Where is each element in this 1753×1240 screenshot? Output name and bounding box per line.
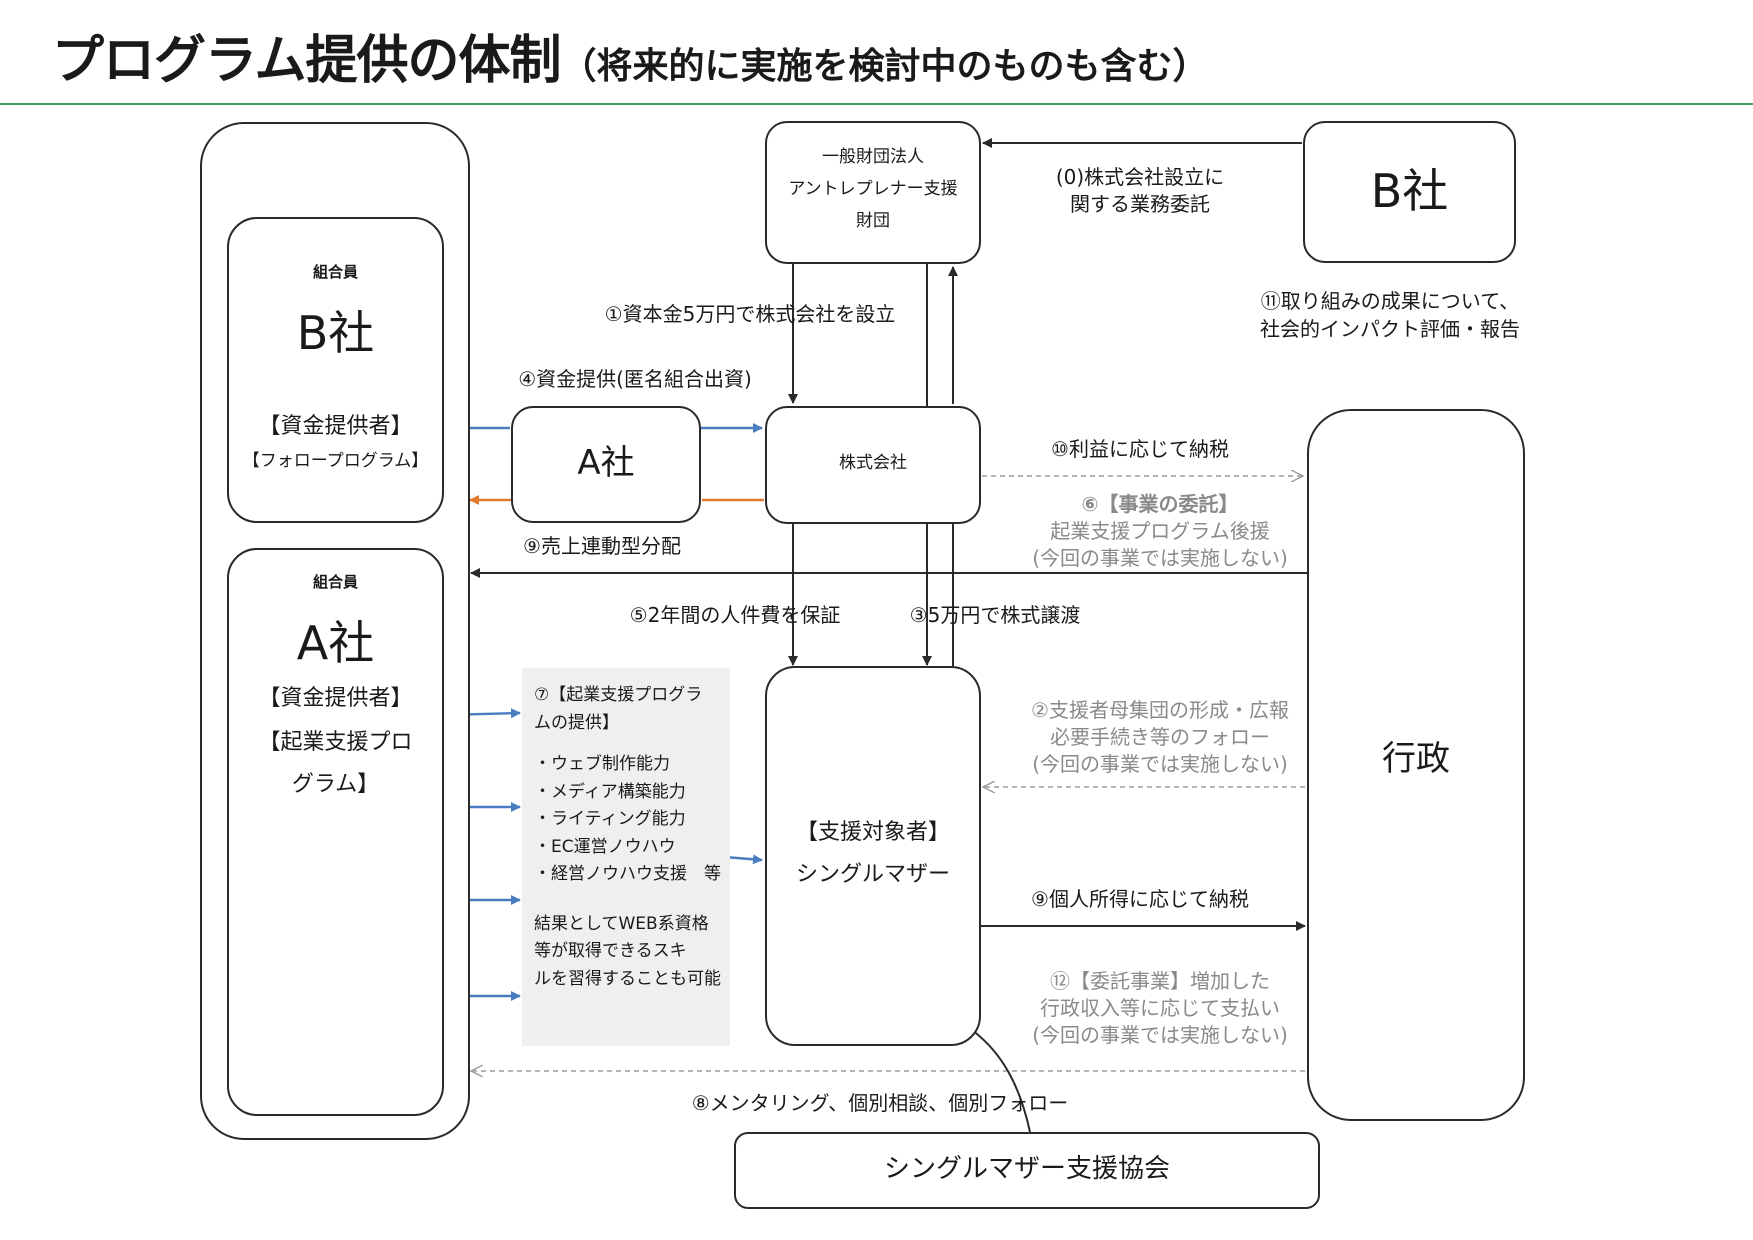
panel-item: ・ライティング能力: [534, 809, 686, 830]
program-panel: ⑦【起業支援プログラ ムの提供】 ・ウェブ制作能力 ・メディア構築能力 ・ライテ…: [522, 668, 730, 1046]
page-title-sub: （将来的に実施を検討中のものも含む）: [560, 46, 1209, 87]
member-b-tag: 組合員: [312, 263, 358, 281]
association-label: シングルマザー支援協会: [883, 1154, 1170, 1184]
kabushiki-label: 株式会社: [839, 453, 907, 473]
foundation-line1: 一般財団法人: [822, 147, 924, 167]
label-11-line2: 社会的インパクト評価・報告: [1260, 317, 1520, 341]
panel-item: ・メディア構築能力: [534, 781, 686, 802]
label-9-tax: ⑨個人所得に応じて納税: [1031, 887, 1249, 911]
label-8: ⑧メンタリング、個別相談、個別フォロー: [691, 1091, 1069, 1115]
panel-heading-1: ⑦【起業支援プログラ: [534, 685, 703, 705]
a-company-label: A社: [577, 443, 635, 483]
label-0-line2: 関する業務委託: [1070, 192, 1210, 216]
label-5: ⑤2年間の人件費を保証: [629, 603, 841, 627]
page-title-main: プログラム提供の体制: [52, 31, 561, 91]
target-box: [765, 666, 981, 1046]
gyosei-label: 行政: [1382, 739, 1450, 779]
a-company-box: [511, 406, 701, 523]
kabushiki-box: [765, 406, 981, 524]
panel-heading-2: ムの提供】: [534, 712, 619, 733]
panel-item: ・EC運営ノウハウ: [534, 836, 676, 857]
association-box: [734, 1132, 1320, 1209]
label-0-line1: (0)株式会社設立に: [1055, 165, 1225, 189]
label-9-sales: ⑨売上連動型分配: [523, 534, 681, 558]
panel-item: ・ウェブ制作能力: [534, 754, 670, 775]
label-2-line1: ②支援者母集団の形成・広報: [1031, 698, 1289, 722]
label-2-line3: (今回の事業では実施しない): [1032, 752, 1288, 776]
member-a-name: A社: [296, 616, 375, 670]
b-company-box: [1303, 121, 1516, 263]
member-b-role2: 【フォロープログラム】: [242, 451, 429, 471]
panel-item: ・経営ノウハウ支援 等: [534, 864, 721, 885]
gyosei-box: [1307, 409, 1525, 1121]
label-2-line2: 必要手続き等のフォロー: [1050, 725, 1270, 749]
label-1: ①資本金5万円で株式会社を設立: [604, 302, 896, 326]
label-3: ③5万円で株式譲渡: [909, 603, 1081, 627]
label-12-line2: 行政収入等に応じて支払い: [1040, 996, 1280, 1020]
label-6-line3: (今回の事業では実施しない): [1032, 546, 1288, 570]
label-12-line1: ⑫【委託事業】増加した: [1050, 969, 1270, 993]
member-b-box: [227, 217, 444, 523]
title-divider: [0, 103, 1753, 105]
panel-footer-1: 結果としてWEB系資格: [534, 913, 709, 934]
foundation-box: [765, 121, 981, 264]
member-b-role1: 【資金提供者】: [258, 414, 413, 439]
label-6-line1: ⑥【事業の委託】: [1081, 492, 1239, 516]
label-11-line1: ⑪取り組みの成果について、: [1260, 289, 1520, 313]
member-a-role2: 【起業支援プロ: [258, 730, 413, 755]
member-a-box: [227, 548, 444, 1116]
member-a-tag: 組合員: [312, 573, 358, 591]
member-b-name: B社: [296, 306, 375, 360]
label-10: ⑩利益に応じて納税: [1051, 437, 1229, 461]
b-company-label: B社: [1370, 164, 1449, 218]
label-4: ④資金提供(匿名組合出資): [518, 367, 752, 391]
foundation-line2: アントレプレナー支援: [788, 179, 958, 199]
label-6-line2: 起業支援プログラム後援: [1050, 519, 1270, 543]
target-line2: シングルマザー: [795, 862, 950, 887]
panel-footer-3: ルを習得することも可能: [534, 968, 721, 989]
member-a-role1: 【資金提供者】: [258, 686, 413, 711]
page-title: プログラム提供の体制（将来的に実施を検討中のものも含む）: [52, 18, 1208, 93]
foundation-line3: 財団: [856, 211, 890, 231]
panel-footer-2: 等が取得できるスキ: [534, 941, 687, 962]
label-12-line3: (今回の事業では実施しない): [1032, 1023, 1288, 1047]
member-a-role3: グラム】: [291, 772, 380, 797]
target-line1: 【支援対象者】: [795, 820, 950, 845]
